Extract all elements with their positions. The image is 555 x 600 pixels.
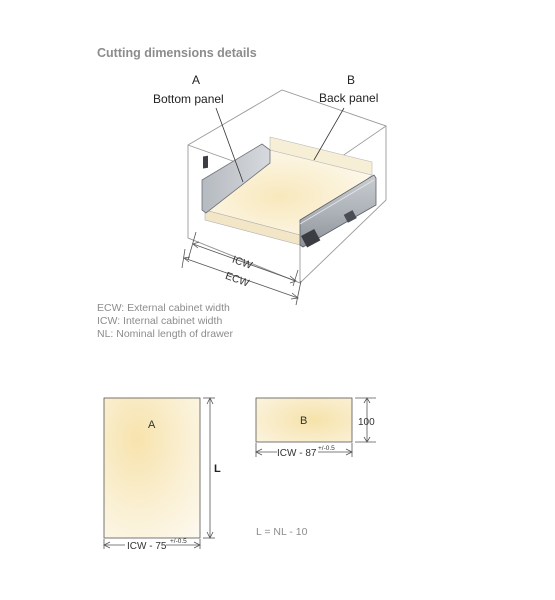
panel-b-letter: B bbox=[300, 415, 307, 427]
drawer-left-side bbox=[201, 143, 271, 214]
legend-icw: ICW: Internal cabinet width bbox=[97, 315, 223, 327]
panel-a-height-dimension bbox=[203, 397, 215, 539]
ecw-dimension-label: ECW bbox=[224, 270, 251, 290]
panel-a-sheet bbox=[103, 397, 201, 539]
panel-b-width-label: ICW - 87 bbox=[277, 448, 317, 459]
abbreviation-legend: ECW: External cabinet width ICW: Interna… bbox=[97, 302, 233, 341]
drawer-back-panel bbox=[269, 136, 373, 176]
panel-b-callout-letter: B bbox=[347, 73, 355, 87]
panel-b-width-dimension bbox=[255, 443, 353, 457]
panel-a-callout-name: Bottom panel bbox=[153, 92, 224, 106]
drawer-right-side bbox=[299, 174, 377, 248]
page-title: Cutting dimensions details bbox=[97, 46, 257, 60]
panel-a-width-dimension bbox=[103, 539, 201, 549]
panel-b-callout-name: Back panel bbox=[319, 91, 378, 105]
panel-a-width-label: ICW - 75 bbox=[127, 541, 167, 552]
panel-b-height-label: 100 bbox=[358, 417, 375, 428]
legend-nl: NL: Nominal length of drawer bbox=[97, 328, 233, 340]
panel-b-sheet bbox=[255, 397, 353, 443]
panel-a-letter: A bbox=[148, 419, 156, 431]
icw-dimension-label: ICW bbox=[230, 254, 253, 272]
panel-a-callout-letter: A bbox=[192, 73, 200, 87]
panel-a-height-label: L bbox=[214, 463, 221, 475]
panel-b-height-dimension bbox=[355, 397, 376, 443]
legend-ecw: ECW: External cabinet width bbox=[97, 302, 230, 314]
panel-a-tolerance: +/-0.5 bbox=[170, 538, 187, 545]
panel-b-tolerance: +/-0.5 bbox=[318, 445, 335, 452]
length-formula: L = NL - 10 bbox=[256, 526, 308, 538]
